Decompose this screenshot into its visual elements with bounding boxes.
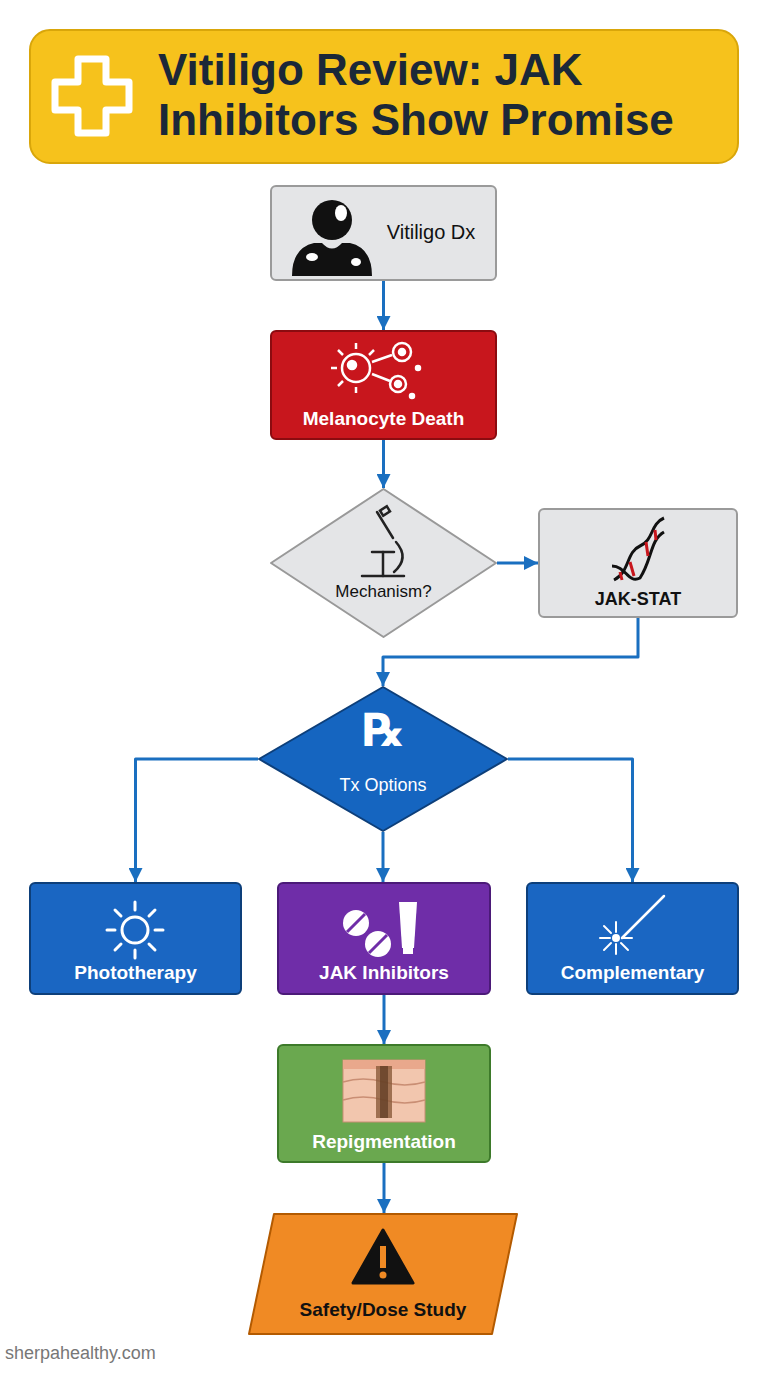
pill-tube-icon <box>343 902 417 957</box>
watermark: sherpahealthy.com <box>5 1343 156 1364</box>
diagram-title: Vitiligo Review: JAK Inhibitors Show Pro… <box>158 45 728 145</box>
node-label: Vitiligo Dx <box>370 221 492 244</box>
node-label: JAK-STAT <box>542 589 734 610</box>
treatment-box: Phototherapy <box>29 882 242 995</box>
node-label: Mechanism? <box>274 582 493 602</box>
medical-cross-icon <box>55 59 129 133</box>
node-label: Complementary <box>530 962 735 984</box>
flow-arrow <box>382 281 385 330</box>
flow-arrow <box>497 562 538 565</box>
process-box: JAK-STAT <box>538 508 738 618</box>
outcome-box: Repigmentation <box>277 1044 491 1163</box>
laser-icon <box>600 896 664 954</box>
node-label: Tx Options <box>262 775 504 796</box>
title-band <box>30 30 738 163</box>
process-box: Melanocyte Death <box>270 330 497 440</box>
data-parallelogram: Safety/Dose Study <box>248 1213 518 1335</box>
decision-diamond: Mechanism? <box>270 488 497 638</box>
sun-icon <box>107 902 163 958</box>
node-symbol: ℞ <box>262 704 504 757</box>
start-box: Vitiligo Dx <box>270 185 497 281</box>
flow-arrow <box>383 618 638 686</box>
decision-diamond: ℞ Tx Options <box>258 686 508 832</box>
flow-arrow <box>383 1163 386 1213</box>
flow-arrow <box>508 759 633 882</box>
node-label: Phototherapy <box>33 962 238 984</box>
treatment-box: Complementary <box>526 882 739 995</box>
flow-arrow <box>136 759 259 882</box>
microscope-icon <box>362 506 404 576</box>
flow-arrow <box>383 995 386 1044</box>
skin-layers-icon <box>343 1060 425 1122</box>
node-label: Melanocyte Death <box>274 408 493 430</box>
decision-diamond-outline <box>270 488 497 638</box>
node-label: JAK Inhibitors <box>281 962 487 984</box>
treatment-box: JAK Inhibitors <box>277 882 491 995</box>
node-label: Repigmentation <box>281 1131 487 1153</box>
cell-damage-icon <box>331 343 420 398</box>
flow-arrow <box>382 832 385 882</box>
node-label: Safety/Dose Study <box>252 1299 514 1321</box>
dna-icon <box>612 518 664 580</box>
person-icon <box>292 200 372 276</box>
warning-icon <box>353 1230 413 1283</box>
flow-arrow <box>382 440 385 488</box>
